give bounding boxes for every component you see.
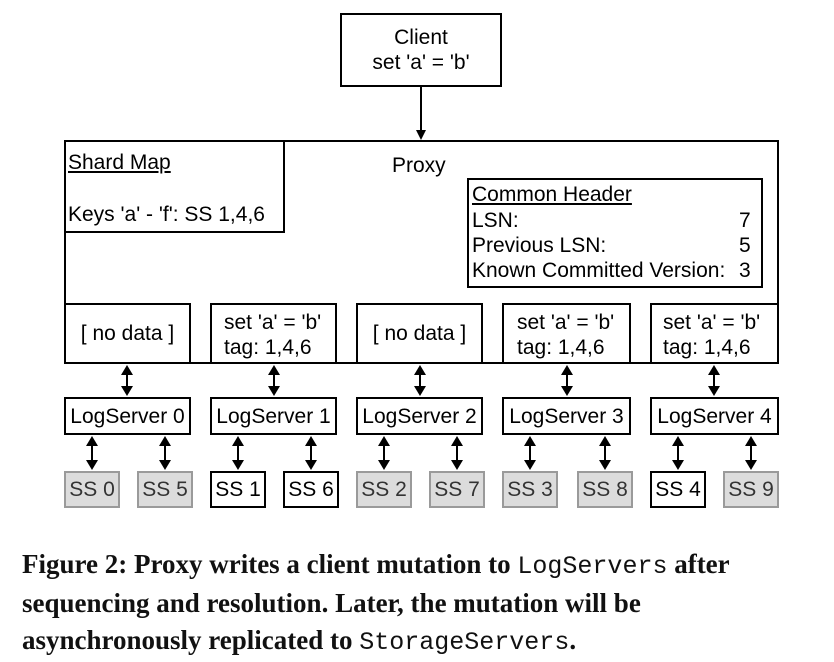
buffer-logserver-arrow-1	[268, 365, 280, 396]
caption-text-2: after sequencing and resolution. Later, …	[22, 549, 730, 655]
storage-server-label: SS 9	[728, 477, 774, 501]
logserver-storage-arrow-3	[305, 436, 317, 470]
buffer-line1: set 'a' = 'b'	[517, 311, 615, 334]
buffer-line1: [ no data ]	[372, 322, 467, 345]
figure-caption: Figure 2: Proxy writes a client mutation…	[22, 546, 822, 661]
shard-map-box	[64, 140, 285, 233]
storage-server-label: SS 4	[655, 477, 701, 501]
logserver-storage-arrow-2	[232, 436, 244, 470]
buffer-line2: tag: 1,4,6	[224, 336, 312, 359]
shard-map-title: Shard Map	[68, 151, 171, 174]
storage-server-label: SS 6	[288, 477, 334, 501]
storage-server-6: SS 6	[283, 471, 339, 508]
logserver-label: LogServer 0	[70, 404, 185, 428]
shard-map-keys: Keys 'a' - 'f': SS 1,4,6	[68, 203, 265, 226]
storage-server-label: SS 3	[507, 477, 553, 501]
storage-server-label: SS 7	[434, 477, 480, 501]
logserver-0: LogServer 0	[64, 397, 191, 435]
client-operation: set 'a' = 'b'	[372, 51, 470, 74]
storage-server-label: SS 5	[142, 477, 188, 501]
known-committed-version-value: 3	[739, 259, 751, 282]
storage-server-4: SS 4	[650, 471, 706, 508]
storage-server-label: SS 2	[361, 477, 407, 501]
logserver-label: LogServer 3	[509, 404, 624, 428]
lsn-label: LSN:	[472, 209, 519, 232]
logserver-label: LogServer 4	[657, 404, 772, 428]
buffer-line2: tag: 1,4,6	[517, 336, 605, 359]
proxy-label: Proxy	[392, 154, 446, 177]
logserver-label: LogServer 1	[216, 404, 331, 428]
known-committed-version-label: Known Committed Version:	[472, 259, 726, 282]
storage-server-1: SS 1	[210, 471, 266, 508]
storage-server-9: SS 9	[723, 471, 779, 508]
logserver-storage-arrow-0	[86, 436, 98, 470]
storage-server-5: SS 5	[137, 471, 193, 508]
logserver-storage-arrow-7	[599, 436, 611, 470]
caption-code-storageservers: StorageServers	[359, 628, 570, 657]
storage-server-label: SS 1	[215, 477, 261, 501]
caption-text-3: .	[569, 625, 577, 655]
logserver-storage-arrow-8	[672, 436, 684, 470]
client-box: Client set 'a' = 'b'	[340, 13, 502, 87]
logserver-storage-arrow-6	[524, 436, 536, 470]
logserver-1: LogServer 1	[210, 397, 337, 435]
common-header-box	[467, 178, 763, 288]
buffer-logserver-arrow-4	[708, 365, 720, 396]
buffer-line1: set 'a' = 'b'	[224, 311, 322, 334]
proxy-buffer-0: [ no data ]	[64, 303, 191, 364]
storage-server-7: SS 7	[429, 471, 485, 508]
storage-server-2: SS 2	[356, 471, 412, 508]
storage-server-0: SS 0	[64, 471, 120, 508]
buffer-line1: [ no data ]	[80, 322, 175, 345]
previous-lsn-value: 5	[739, 234, 751, 257]
common-header-title: Common Header	[472, 183, 632, 206]
logserver-storage-arrow-4	[378, 436, 390, 470]
proxy-buffer-3: set 'a' = 'b' tag: 1,4,6	[502, 303, 631, 364]
storage-server-label: SS 0	[69, 477, 115, 501]
proxy-buffer-2: [ no data ]	[356, 303, 483, 364]
logserver-2: LogServer 2	[356, 397, 483, 435]
previous-lsn-label: Previous LSN:	[472, 234, 607, 257]
logserver-label: LogServer 2	[362, 404, 477, 428]
logserver-storage-arrow-5	[451, 436, 463, 470]
proxy-buffer-1: set 'a' = 'b' tag: 1,4,6	[210, 303, 337, 364]
logserver-3: LogServer 3	[502, 397, 631, 435]
buffer-logserver-arrow-0	[121, 365, 133, 396]
lsn-value: 7	[739, 209, 751, 232]
logserver-storage-arrow-9	[745, 436, 757, 470]
logserver-4: LogServer 4	[650, 397, 779, 435]
buffer-line2: tag: 1,4,6	[663, 336, 751, 359]
caption-code-logservers: LogServers	[517, 552, 668, 581]
storage-server-label: SS 8	[582, 477, 628, 501]
storage-server-3: SS 3	[502, 471, 558, 508]
client-title: Client	[394, 26, 448, 49]
proxy-buffer-4: set 'a' = 'b' tag: 1,4,6	[650, 303, 779, 364]
caption-text-1: Figure 2: Proxy writes a client mutation…	[22, 549, 518, 579]
buffer-logserver-arrow-2	[414, 365, 426, 396]
buffer-line1: set 'a' = 'b'	[663, 311, 761, 334]
logserver-storage-arrow-1	[159, 436, 171, 470]
storage-server-8: SS 8	[577, 471, 633, 508]
buffer-logserver-arrow-3	[561, 365, 573, 396]
